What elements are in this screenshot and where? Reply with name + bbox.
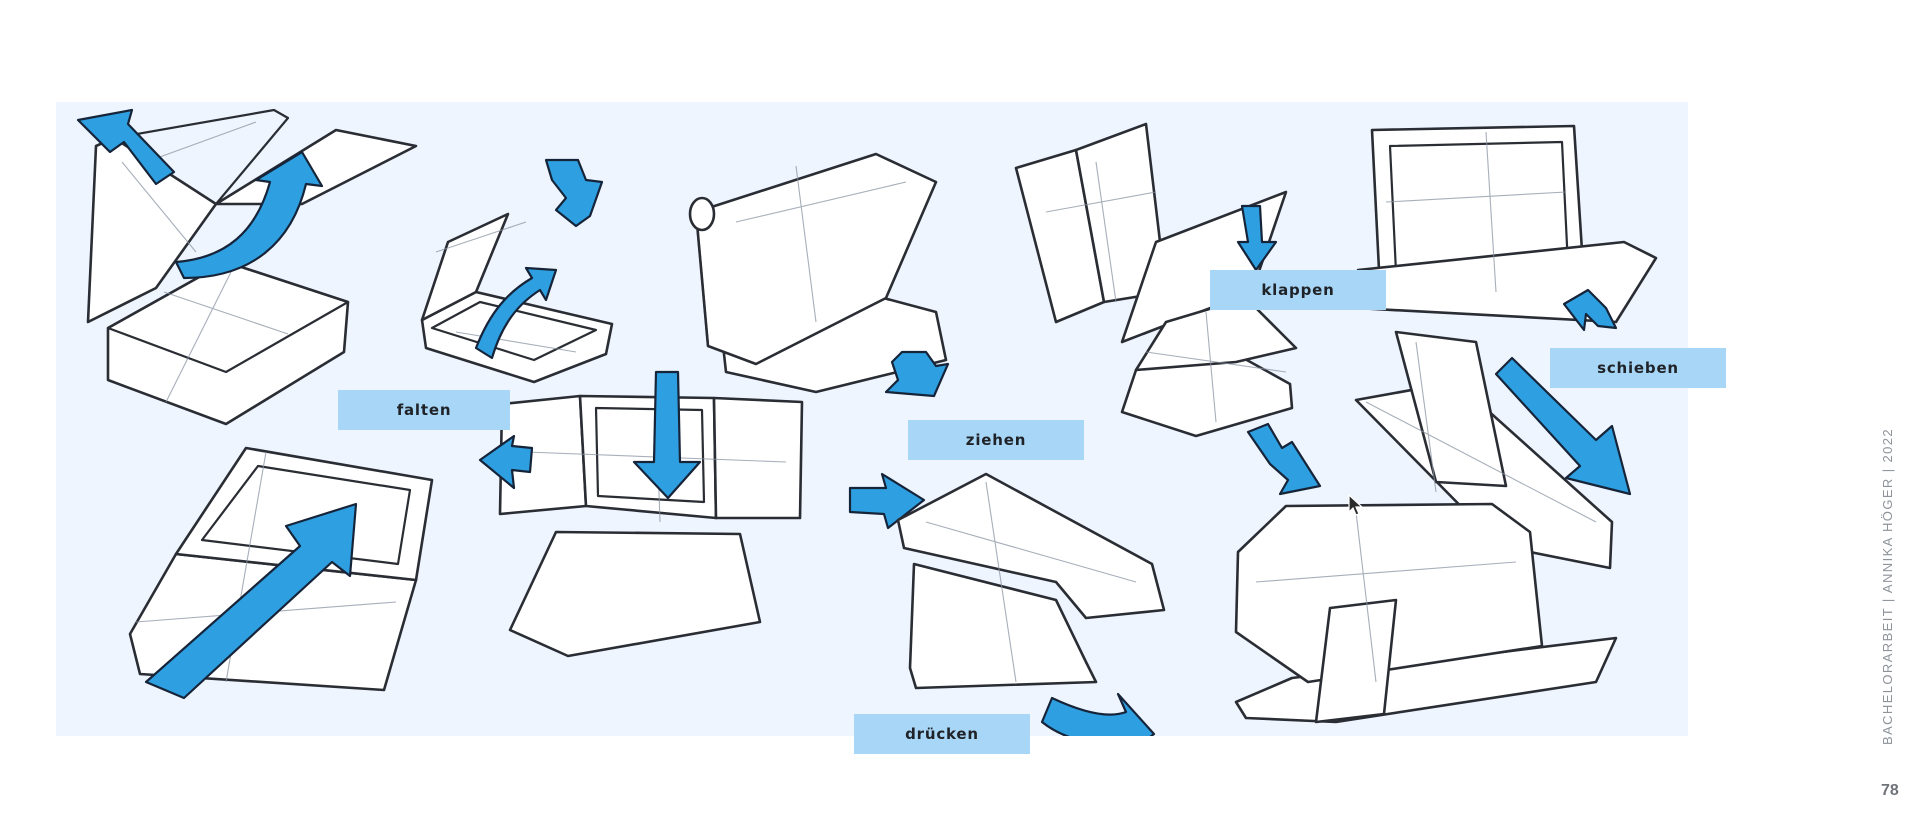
arrow-fold-down (632, 370, 702, 500)
arrow-pull-out (884, 350, 950, 398)
mouse-pointer-icon (1347, 493, 1365, 522)
sketch-press-clip (896, 472, 1166, 736)
arrow-fold-up-left (76, 108, 176, 186)
arrow-fold-right (848, 472, 926, 530)
page-number: 78 (1881, 782, 1899, 799)
label-druecken: drücken (854, 714, 1030, 754)
sketch-illustration (76, 108, 1658, 736)
sketch-pull-drawer (688, 152, 950, 398)
arrow-press-down (1040, 692, 1156, 736)
arrow-fold-curve (174, 150, 324, 280)
label-schieben: schieben (1550, 348, 1726, 388)
label-falten: falten (338, 390, 510, 430)
arrow-rotate-top (544, 158, 604, 228)
arrow-lift-up (474, 266, 558, 360)
arrow-flip-down (1236, 204, 1278, 272)
arrow-slide-off (1494, 356, 1632, 496)
sketch-slide-stand (1120, 296, 1322, 496)
sketch-open-laptop (128, 446, 434, 700)
sketch-fold-laptop (76, 108, 418, 426)
label-klappen: klappen (1210, 270, 1386, 310)
sketch-kickstand (1234, 502, 1618, 724)
label-ziehen: ziehen (908, 420, 1084, 460)
sketch-board: falten klappen schieben ziehen drücken (56, 102, 1726, 754)
arrow-open-up (144, 502, 358, 700)
arrow-fold-left (478, 434, 534, 490)
arrow-slide-in (1562, 288, 1618, 332)
sketch-lift-laptop (420, 158, 614, 384)
sketch-fold-stand (478, 370, 926, 658)
sketch-slide-base (1354, 124, 1658, 332)
arrow-pull-right (1246, 422, 1322, 496)
footer-credit: BACHELORARBEIT | ANNIKA HÖGER | 2022 (1880, 427, 1895, 745)
